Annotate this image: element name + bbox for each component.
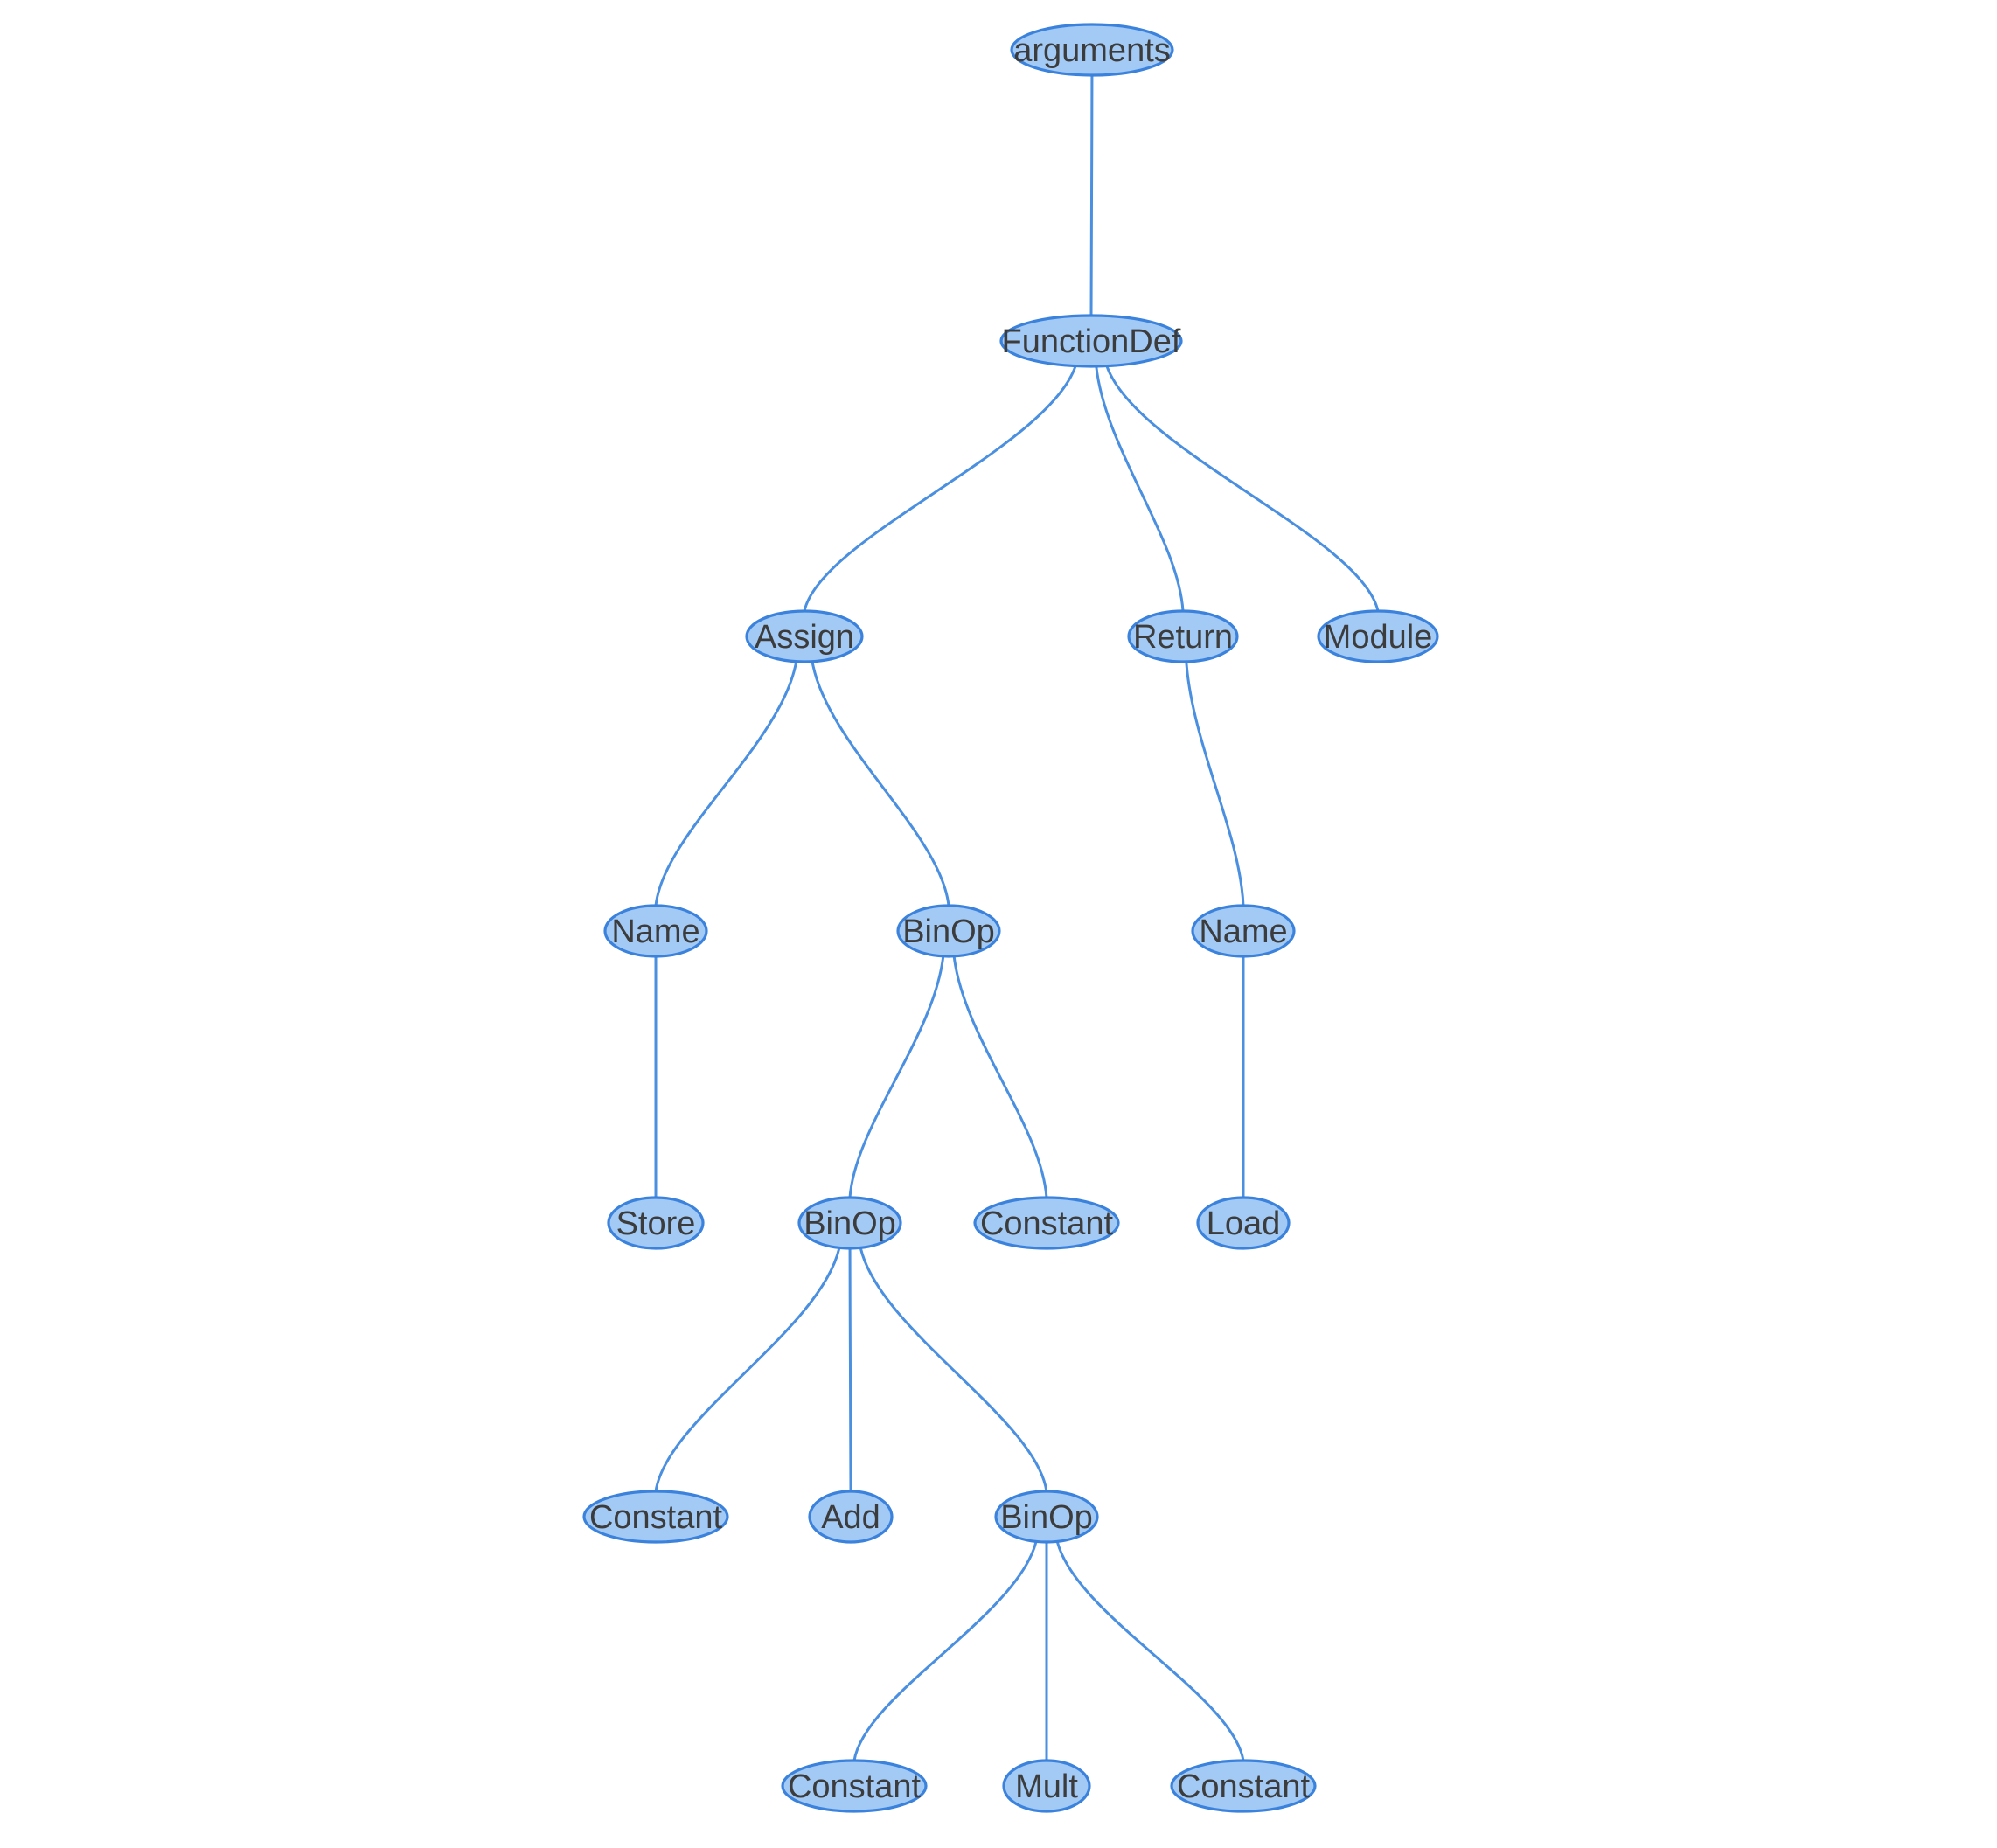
node-label-arguments: arguments	[1013, 32, 1171, 69]
node-label-return: Return	[1133, 619, 1233, 656]
node-label-const2: Constant	[589, 1499, 723, 1536]
node-const1[interactable]: Constant	[973, 1196, 1120, 1250]
node-return[interactable]: Return	[1127, 609, 1239, 663]
node-ellipse-name2[interactable]	[1191, 904, 1296, 958]
node-add[interactable]: Add	[808, 1490, 894, 1544]
node-binop2[interactable]: BinOp	[797, 1196, 902, 1250]
node-ellipse-binop3[interactable]	[994, 1490, 1099, 1544]
node-load[interactable]: Load	[1196, 1196, 1291, 1250]
node-binop3[interactable]: BinOp	[994, 1490, 1099, 1544]
node-const4[interactable]: Constant	[1170, 1759, 1317, 1813]
node-ellipse-assign[interactable]	[745, 609, 864, 663]
node-label-store: Store	[616, 1205, 696, 1242]
node-label-const1: Constant	[980, 1205, 1114, 1242]
edge-functiondef-to-module	[1105, 365, 1380, 613]
node-ellipse-load[interactable]	[1196, 1196, 1291, 1250]
node-ellipse-binop1[interactable]	[896, 904, 1001, 958]
node-ellipse-functiondef[interactable]	[999, 314, 1183, 368]
node-arguments[interactable]: arguments	[1010, 23, 1174, 77]
node-label-assign: Assign	[755, 619, 854, 656]
node-ellipse-mult[interactable]	[1002, 1759, 1091, 1813]
node-label-name2: Name	[1199, 914, 1287, 950]
node-name2[interactable]: Name	[1191, 904, 1296, 958]
node-ellipse-binop2[interactable]	[797, 1196, 902, 1250]
edge-binop2-to-const2	[654, 1247, 841, 1493]
node-ellipse-const2[interactable]	[582, 1490, 729, 1544]
node-module[interactable]: Module	[1317, 609, 1439, 663]
node-ellipse-const1[interactable]	[973, 1196, 1120, 1250]
edge-assign-to-binop1	[811, 660, 950, 907]
edge-assign-to-name1	[654, 660, 798, 907]
node-const3[interactable]: Constant	[781, 1759, 928, 1813]
node-label-const3: Constant	[788, 1768, 922, 1805]
edge-return-to-name2	[1185, 660, 1245, 907]
node-label-mult: Mult	[1015, 1768, 1078, 1805]
node-label-module: Module	[1324, 619, 1433, 656]
edge-functiondef-to-return	[1095, 365, 1185, 613]
node-label-load: Load	[1207, 1205, 1281, 1242]
edge-binop3-to-const4	[1055, 1540, 1245, 1762]
node-label-functiondef: FunctionDef	[1002, 323, 1181, 360]
node-label-binop1: BinOp	[902, 914, 995, 950]
edge-binop2-to-add	[848, 1247, 852, 1493]
node-ellipse-name1[interactable]	[603, 904, 708, 958]
node-ellipse-add[interactable]	[808, 1490, 894, 1544]
edge-arguments-to-functiondef	[1089, 73, 1094, 317]
edge-binop1-to-const1	[952, 955, 1048, 1199]
edge-binop3-to-const3	[852, 1540, 1038, 1762]
node-label-binop3: BinOp	[1000, 1499, 1093, 1536]
node-ellipse-module[interactable]	[1317, 609, 1439, 663]
node-functiondef[interactable]: FunctionDef	[999, 314, 1183, 368]
node-label-const4: Constant	[1177, 1768, 1311, 1805]
node-ellipse-const3[interactable]	[781, 1759, 928, 1813]
node-mult[interactable]: Mult	[1002, 1759, 1091, 1813]
node-label-add: Add	[821, 1499, 880, 1536]
edges-layer	[654, 73, 1380, 1762]
edge-functiondef-to-assign	[803, 365, 1077, 613]
node-ellipse-return[interactable]	[1127, 609, 1239, 663]
node-const2[interactable]: Constant	[582, 1490, 729, 1544]
node-name1[interactable]: Name	[603, 904, 708, 958]
node-ellipse-store[interactable]	[607, 1196, 705, 1250]
node-assign[interactable]: Assign	[745, 609, 864, 663]
edge-binop2-to-binop3	[859, 1247, 1048, 1493]
node-ellipse-const4[interactable]	[1170, 1759, 1317, 1813]
node-label-name1: Name	[611, 914, 699, 950]
node-ellipse-arguments[interactable]	[1010, 23, 1174, 77]
edge-binop1-to-binop2	[848, 955, 945, 1199]
node-store[interactable]: Store	[607, 1196, 705, 1250]
node-label-binop2: BinOp	[804, 1205, 896, 1242]
node-binop1[interactable]: BinOp	[896, 904, 1001, 958]
